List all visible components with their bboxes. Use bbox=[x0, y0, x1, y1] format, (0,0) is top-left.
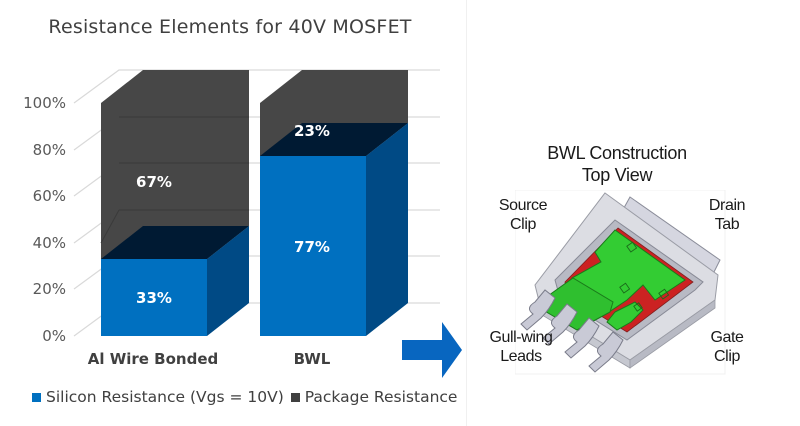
chart-title: Resistance Elements for 40V MOSFET bbox=[48, 16, 412, 38]
legend-item-package: Package Resistance bbox=[290, 388, 458, 406]
bwl-package-illustration bbox=[515, 190, 726, 375]
stacked-bar-chart: 100% 80% 60% 40% 20% 0% 33% 67% 77% 23% … bbox=[23, 69, 440, 368]
bar-al-wire-bonded bbox=[100, 70, 249, 336]
bar-bwl bbox=[260, 70, 408, 336]
chart-legend: Silicon Resistance (Vgs = 10V) Package R… bbox=[32, 388, 464, 406]
panel-title: BWL Construction Top View bbox=[517, 142, 717, 186]
arrow-right-icon bbox=[402, 322, 462, 378]
legend-item-silicon: Silicon Resistance (Vgs = 10V) bbox=[32, 388, 284, 406]
data-label-package-bwl: 23% bbox=[294, 122, 330, 140]
label-gull-wing-leads: Gull-wing Leads bbox=[489, 329, 553, 365]
label-gate-clip: Gate Clip bbox=[710, 329, 744, 365]
lead-4 bbox=[588, 331, 624, 373]
data-label-silicon-bwl: 77% bbox=[294, 238, 330, 256]
y-tick-80: 80% bbox=[33, 141, 66, 159]
panel-divider bbox=[466, 0, 467, 426]
y-tick-100: 100% bbox=[23, 94, 66, 112]
data-label-silicon-al: 33% bbox=[136, 289, 172, 307]
legend-label-package: Package Resistance bbox=[304, 388, 458, 406]
y-tick-0: 0% bbox=[42, 327, 66, 345]
panel-title-line1: BWL Construction bbox=[547, 143, 687, 163]
legend-swatch-package bbox=[290, 392, 300, 402]
y-tick-40: 40% bbox=[33, 234, 66, 252]
label-source-clip: Source Clip bbox=[498, 197, 548, 233]
x-category-bwl: BWL bbox=[294, 350, 331, 368]
x-category-al-wire-bonded: Al Wire Bonded bbox=[88, 350, 219, 368]
lead-3 bbox=[564, 317, 600, 359]
panel-title-line2: Top View bbox=[581, 165, 653, 185]
legend-swatch-silicon bbox=[32, 392, 41, 402]
legend-label-silicon: Silicon Resistance (Vgs = 10V) bbox=[46, 388, 284, 406]
y-tick-20: 20% bbox=[33, 280, 66, 298]
label-drain-tab: Drain Tab bbox=[708, 197, 746, 233]
y-tick-60: 60% bbox=[33, 187, 66, 205]
data-label-package-al: 67% bbox=[136, 173, 172, 191]
lead-1 bbox=[520, 289, 556, 331]
lead-2 bbox=[542, 303, 578, 345]
